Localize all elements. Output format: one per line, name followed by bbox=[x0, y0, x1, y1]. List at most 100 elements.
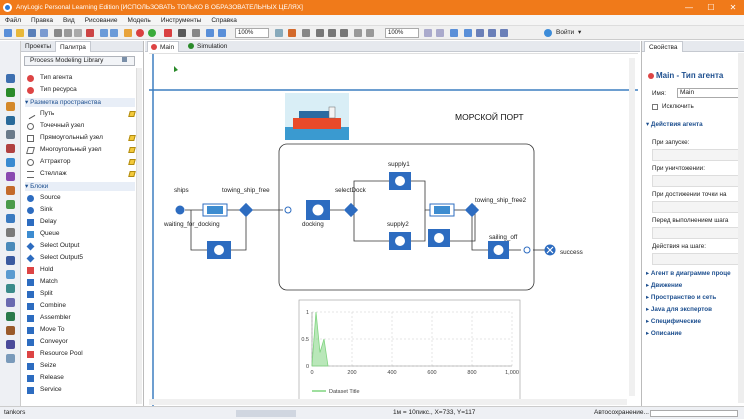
on-startup-code[interactable] bbox=[652, 149, 740, 161]
palette-block-move-to[interactable]: Move To bbox=[27, 325, 137, 335]
palette-block-assembler[interactable]: Assembler bbox=[27, 313, 137, 323]
palette-item-path[interactable]: Путь bbox=[25, 109, 137, 120]
on-destroy-code[interactable] bbox=[652, 175, 740, 187]
palette-item-agent-type[interactable]: Тип агента bbox=[27, 73, 137, 83]
category-pictures-icon[interactable] bbox=[6, 270, 15, 279]
category-agent-icon[interactable] bbox=[6, 74, 15, 83]
canvas-hscrollbar[interactable] bbox=[149, 399, 627, 405]
arrow-tool-icon[interactable] bbox=[192, 29, 200, 37]
link-icon[interactable] bbox=[424, 29, 432, 37]
select-dock-icon[interactable] bbox=[343, 202, 359, 218]
save-all-icon[interactable] bbox=[40, 29, 48, 37]
menu-view[interactable]: Вид bbox=[62, 17, 75, 24]
grid-snap-icon[interactable] bbox=[450, 29, 458, 37]
section-java-experts[interactable]: ▸ Java для экспертов bbox=[646, 306, 712, 313]
category-process-icon[interactable] bbox=[6, 88, 15, 97]
palette-item-poly-node[interactable]: Многоугольный узел bbox=[26, 145, 137, 155]
category-extra-icon[interactable] bbox=[6, 326, 15, 335]
menu-file[interactable]: Файл bbox=[5, 17, 21, 24]
category-analysis-icon[interactable] bbox=[6, 200, 15, 209]
exclude-checkbox[interactable] bbox=[652, 104, 658, 110]
palette-block-split[interactable]: Split bbox=[27, 289, 137, 299]
palette-block-select-output5[interactable]: Select Output5 bbox=[26, 253, 137, 263]
palette-scrollbar[interactable] bbox=[136, 68, 142, 404]
category-statechart-icon[interactable] bbox=[6, 172, 15, 181]
login-dropdown-icon[interactable]: ▾ bbox=[578, 29, 582, 36]
palette-block-match[interactable]: Match bbox=[27, 277, 137, 287]
name-field[interactable]: Main bbox=[677, 88, 740, 98]
before-step-code[interactable] bbox=[652, 227, 740, 239]
category-more-icon[interactable] bbox=[6, 340, 15, 349]
category-fluid-icon[interactable] bbox=[6, 144, 15, 153]
align-left-icon[interactable] bbox=[316, 29, 324, 37]
zoom-select-left[interactable]: 100% bbox=[235, 28, 269, 38]
bring-front-icon[interactable] bbox=[354, 29, 362, 37]
tab-palette[interactable]: Палитра bbox=[55, 41, 91, 52]
category-road-icon[interactable] bbox=[6, 130, 15, 139]
align-center-icon[interactable] bbox=[328, 29, 336, 37]
palette-block-conveyor[interactable]: Conveyor bbox=[27, 337, 137, 347]
palette-block-release[interactable]: Release bbox=[27, 373, 137, 383]
paste-icon[interactable] bbox=[74, 29, 82, 37]
tab-properties[interactable]: Свойства bbox=[644, 41, 683, 52]
category-markup-icon[interactable] bbox=[6, 298, 15, 307]
palette-item-point-node[interactable]: Точечный узел bbox=[27, 121, 137, 131]
distribute-icon[interactable] bbox=[340, 29, 348, 37]
select-tool-icon[interactable] bbox=[464, 29, 472, 37]
menu-edit[interactable]: Правка bbox=[30, 17, 53, 24]
category-pedestrian-icon[interactable] bbox=[6, 102, 15, 111]
palette-block-select-output[interactable]: Select Output bbox=[26, 241, 137, 251]
menu-help[interactable]: Справка bbox=[211, 17, 237, 24]
category-connectivity-icon[interactable] bbox=[6, 256, 15, 265]
section-agent-in-flowchart[interactable]: ▸ Агент в диаграмме проце bbox=[646, 270, 731, 277]
close-button[interactable]: ✕ bbox=[729, 3, 737, 12]
category-controls-icon[interactable] bbox=[6, 228, 15, 237]
grid-icon[interactable] bbox=[288, 29, 296, 37]
step-icon[interactable] bbox=[178, 29, 186, 37]
library-menu-icon[interactable] bbox=[122, 57, 127, 62]
tab-main[interactable]: Main bbox=[147, 41, 180, 52]
palette-item-rect-node[interactable]: Прямоугольный узел bbox=[27, 133, 137, 143]
cut-icon[interactable] bbox=[54, 29, 62, 37]
on-step-code[interactable] bbox=[652, 253, 740, 265]
zoom-out-icon[interactable] bbox=[218, 29, 226, 37]
menu-draw[interactable]: Рисование bbox=[84, 17, 118, 24]
library-title[interactable]: Process Modeling Library bbox=[24, 56, 135, 66]
palette-item-rack[interactable]: Стеллаж bbox=[27, 169, 137, 179]
palette-block-combine[interactable]: Combine bbox=[27, 301, 137, 311]
maximize-button[interactable]: ☐ bbox=[707, 3, 715, 12]
view-icon[interactable] bbox=[500, 29, 508, 37]
undo-icon[interactable] bbox=[100, 29, 108, 37]
delete-icon[interactable] bbox=[86, 29, 94, 37]
copy-icon[interactable] bbox=[64, 29, 72, 37]
menu-model[interactable]: Модель bbox=[127, 17, 151, 24]
palette-item-attractor[interactable]: Аттрактор bbox=[27, 157, 137, 167]
palette-item-resource-type[interactable]: Тип ресурса bbox=[27, 85, 137, 95]
connector-tool-icon[interactable] bbox=[476, 29, 484, 37]
diagram-canvas[interactable]: МОРСКОЙ ПОРТ ships waiting_for_docking t… bbox=[149, 53, 638, 407]
palette-block-seize[interactable]: Seize bbox=[27, 361, 137, 371]
pan-icon[interactable] bbox=[275, 29, 283, 37]
section-blocks[interactable]: ▾ Блоки bbox=[25, 182, 135, 191]
menu-tools[interactable]: Инструменты bbox=[160, 17, 202, 24]
on-arrival-code[interactable] bbox=[652, 201, 740, 213]
section-agent-actions[interactable]: ▾ Действия агента bbox=[646, 121, 703, 128]
tab-simulation[interactable]: Simulation bbox=[185, 41, 231, 52]
save-icon[interactable] bbox=[28, 29, 36, 37]
category-3d-icon[interactable] bbox=[6, 242, 15, 251]
category-action-icon[interactable] bbox=[6, 186, 15, 195]
category-other-icon[interactable] bbox=[6, 354, 15, 363]
towing-free-icon[interactable] bbox=[238, 202, 254, 218]
section-description[interactable]: ▸ Описание bbox=[646, 330, 682, 337]
debug-icon[interactable] bbox=[136, 29, 144, 37]
palette-block-service[interactable]: Service bbox=[27, 385, 137, 395]
section-movement[interactable]: ▸ Движение bbox=[646, 282, 683, 289]
send-back-icon[interactable] bbox=[366, 29, 374, 37]
palette-block-delay[interactable]: Delay bbox=[27, 217, 137, 227]
tab-projects[interactable]: Проекты bbox=[25, 43, 52, 50]
category-material-icon[interactable] bbox=[6, 158, 15, 167]
minimize-button[interactable]: — bbox=[685, 3, 693, 12]
palette-block-resource-pool[interactable]: Resource Pool bbox=[27, 349, 137, 359]
stop-icon[interactable] bbox=[164, 29, 172, 37]
build-icon[interactable] bbox=[124, 29, 132, 37]
